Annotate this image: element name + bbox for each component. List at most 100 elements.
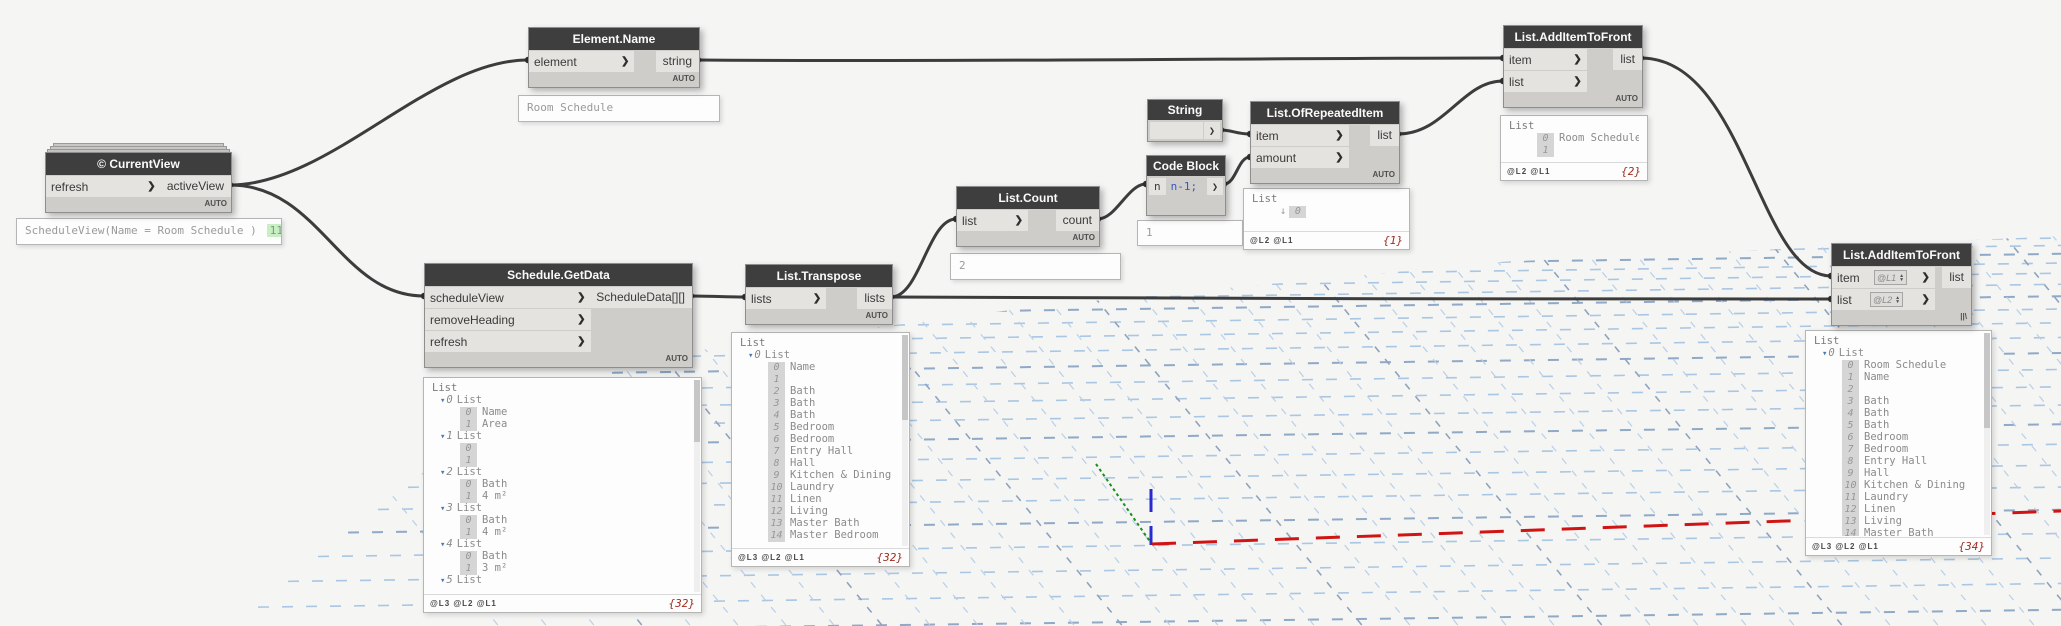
wire-transpose-count[interactable] <box>889 217 958 299</box>
node-title[interactable]: © CurrentView <box>46 153 231 175</box>
node-title[interactable]: Element.Name <box>529 28 699 50</box>
wire-elementname-addfronttop-item[interactable] <box>696 56 1505 63</box>
spinner-down-icon[interactable]: ▼ <box>1895 298 1901 305</box>
wire-currentview-elementname[interactable] <box>228 58 530 187</box>
input-port-list[interactable]: list @L2 ▲▼ ❯ <box>1832 289 1935 310</box>
node-currentview[interactable]: © CurrentView refresh ❯ activeView AUTO <box>45 152 232 213</box>
output-port-activeview[interactable]: activeView <box>159 176 231 197</box>
input-port-lists[interactable]: lists ❯ <box>746 288 827 309</box>
node-list-ofrepeateditem[interactable]: List.OfRepeatedItem item ❯ amount ❯ list… <box>1250 101 1400 184</box>
node-title[interactable]: List.AddItemToFront <box>1504 26 1642 48</box>
expand-icon[interactable]: ▾ <box>748 351 754 361</box>
output-port-lists[interactable]: lists <box>857 288 892 309</box>
wire-addfronttop-addfrontright-item[interactable] <box>1639 56 1833 278</box>
node-addfront-top[interactable]: List.AddItemToFront item ❯ list ❯ list A… <box>1503 25 1643 108</box>
level-selector[interactable]: @L2 ▲▼ <box>1870 292 1904 307</box>
expand-icon[interactable]: ▾ <box>440 576 446 586</box>
output-port-list[interactable]: list <box>1613 49 1642 70</box>
input-port-list[interactable]: list ❯ <box>957 210 1028 231</box>
scrollbar[interactable] <box>1984 333 1990 535</box>
input-port-item[interactable]: item ❯ <box>1504 49 1587 70</box>
preview-elementname[interactable]: Room Schedule <box>518 95 720 122</box>
node-title[interactable]: String <box>1148 100 1222 120</box>
node-list-count[interactable]: List.Count list ❯ count AUTO <box>956 186 1100 247</box>
node-title[interactable]: List.Transpose <box>746 265 892 287</box>
expand-icon[interactable]: ▾ <box>440 396 446 406</box>
level-spinner[interactable]: ▲▼ <box>1895 294 1901 305</box>
codeblock-code[interactable]: n-1; <box>1170 180 1198 193</box>
node-title[interactable]: List.AddItemToFront <box>1832 244 1971 266</box>
wire-repeateditem-addfronttop-list[interactable] <box>1396 79 1505 136</box>
spinner-down-icon[interactable]: ▼ <box>1899 276 1905 283</box>
input-port-amount[interactable]: amount ❯ <box>1251 147 1349 168</box>
output-port-count[interactable]: count <box>1055 210 1099 231</box>
scrollbar[interactable] <box>902 335 908 546</box>
preview-currentview[interactable]: ScheduleView(Name = Room Schedule )11018… <box>16 218 282 245</box>
list-levels[interactable]: @L3 @L2 @L1 <box>430 599 497 608</box>
level-spinner[interactable]: ▲▼ <box>1899 272 1905 283</box>
lacing-indicator[interactable]: AUTO <box>1372 170 1395 179</box>
list-levels[interactable]: @L2 @L1 <box>1507 167 1551 176</box>
node-elementname[interactable]: Element.Name element ❯ string AUTO <box>528 27 700 88</box>
input-port-refresh[interactable]: refresh ❯ <box>46 176 161 197</box>
node-title[interactable]: List.OfRepeatedItem <box>1251 102 1399 124</box>
lacing-indicator[interactable]: AUTO <box>1615 94 1638 103</box>
lacing-indicator[interactable]: AUTO <box>672 74 695 83</box>
preview-codeblock[interactable]: 1 <box>1137 220 1243 246</box>
node-string[interactable]: String ❯ <box>1147 99 1223 142</box>
list-levels[interactable]: @L2 @L1 <box>1250 236 1294 245</box>
lacing-indicator[interactable]: AUTO <box>204 199 227 208</box>
spinner-up-icon[interactable]: ▲ <box>1895 294 1901 301</box>
input-port-item[interactable]: item ❯ <box>1251 125 1349 146</box>
input-port-refresh[interactable]: refresh ❯ <box>425 331 591 352</box>
output-port-string[interactable]: ❯ <box>1203 122 1220 139</box>
wire-currentview-getdata[interactable] <box>228 183 426 298</box>
lacing-indicator[interactable]: AUTO <box>1072 233 1095 242</box>
input-port-n[interactable]: n <box>1149 178 1166 195</box>
node-addfront-right[interactable]: List.AddItemToFront item @L1 ▲▼ ❯ list @… <box>1831 243 1972 326</box>
scrollbar[interactable] <box>694 380 700 592</box>
output-port-list[interactable]: list <box>1942 267 1971 288</box>
lacing-indicator[interactable]: AUTO <box>865 311 888 320</box>
node-list-transpose[interactable]: List.Transpose lists ❯ lists AUTO <box>745 264 893 325</box>
input-port-scheduleview[interactable]: scheduleView ❯ <box>425 287 591 308</box>
expand-icon[interactable]: ▾ <box>440 468 446 478</box>
scrollbar-thumb[interactable] <box>1984 333 1990 428</box>
expand-icon[interactable]: ▾ <box>440 432 446 442</box>
lacing-indicator[interactable]: AUTO <box>665 354 688 363</box>
expand-icon[interactable]: ▾ <box>440 540 446 550</box>
scrollbar-thumb[interactable] <box>694 380 700 442</box>
input-port-item[interactable]: item @L1 ▲▼ ❯ <box>1832 267 1935 288</box>
wire-string-repeateditem-item[interactable] <box>1219 128 1252 136</box>
wire-codeblock-repeateditem-amount[interactable] <box>1222 155 1252 186</box>
preview-listcount[interactable]: 2 <box>950 253 1121 280</box>
node-title[interactable]: Schedule.GetData <box>425 264 692 286</box>
node-title[interactable]: List.Count <box>957 187 1099 209</box>
expand-icon[interactable]: ▾ <box>440 504 446 514</box>
node-schedule-getdata[interactable]: Schedule.GetData scheduleView ❯ removeHe… <box>424 263 693 368</box>
wire-count-codeblock[interactable] <box>1096 182 1148 221</box>
expand-icon[interactable]: ▾ <box>1822 349 1828 359</box>
preview-bubble-repeateditem[interactable]: List↓0 @L2 @L1 {1} <box>1243 188 1410 250</box>
string-input[interactable] <box>1150 122 1203 139</box>
spinner-up-icon[interactable]: ▲ <box>1899 272 1905 279</box>
lacing-indicator[interactable]: ||\ <box>1960 312 1967 321</box>
input-port-element[interactable]: element ❯ <box>529 51 635 72</box>
node-codeblock[interactable]: Code Block n n-1; ❯ <box>1146 155 1226 216</box>
wire-transpose-addfrontright-list[interactable] <box>889 295 1833 301</box>
element-id-badge[interactable]: 110180 <box>266 224 281 237</box>
output-port[interactable]: ❯ <box>1206 178 1223 195</box>
output-port-scheduledata[interactable]: ScheduleData[][] <box>589 287 692 308</box>
list-levels[interactable]: @L3 @L2 @L1 <box>738 553 805 562</box>
wire-getdata-transpose[interactable] <box>689 294 747 299</box>
node-title[interactable]: Code Block <box>1147 156 1225 176</box>
scrollbar-thumb[interactable] <box>902 335 908 420</box>
input-port-removeheading[interactable]: removeHeading ❯ <box>425 309 591 330</box>
output-port-string[interactable]: string <box>655 51 699 72</box>
input-port-list[interactable]: list ❯ <box>1504 71 1587 92</box>
